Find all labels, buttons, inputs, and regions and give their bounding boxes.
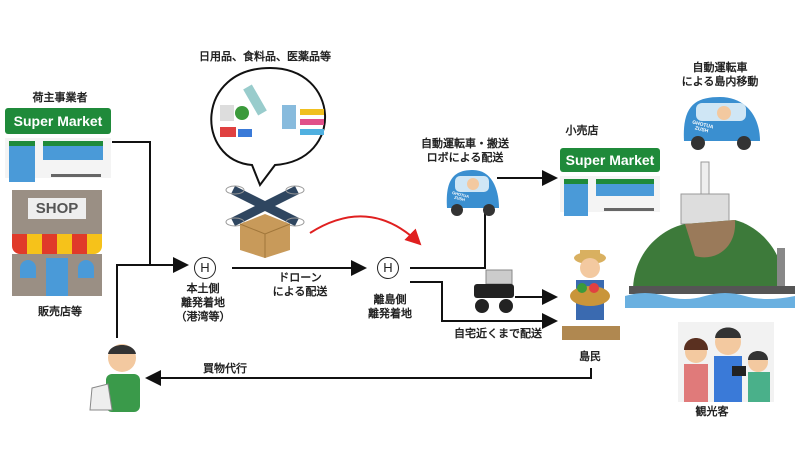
- supermarket-sign: Super Market: [5, 108, 111, 134]
- island-helipad-icon: H: [377, 257, 399, 279]
- delivery-robot-illustration: [474, 269, 514, 313]
- island-autonomous-car-illustration: [683, 97, 760, 150]
- shop-illustration: SHOP: [12, 190, 102, 296]
- island-mobility-line-1: 自動運転車: [692, 61, 748, 74]
- mainland-helipad-icon: H: [194, 257, 216, 279]
- supermarket-illustration: Super Market: [5, 108, 111, 182]
- proxy-to-port-line: [116, 257, 189, 338]
- island-mobility-label: 自動運転車 による島内移動: [682, 61, 759, 89]
- island-supermarket-sign: Super Market: [560, 148, 660, 172]
- autonomous-car: GHOTUA ZUSH: [443, 168, 501, 220]
- shopping-proxy-arrow: [145, 368, 592, 386]
- island-mobility-line-2: による島内移動: [681, 75, 759, 88]
- mainland-port-line-2: 離発着地: [181, 296, 225, 309]
- auto-robot-line-2: ロボによる配送: [426, 151, 504, 164]
- tourists-illustration: [678, 322, 774, 402]
- drone-delivery-line-1: ドローン: [278, 271, 322, 284]
- drone-delivery-line-2: による配送: [272, 285, 328, 298]
- home-delivery-arrow: [410, 281, 558, 329]
- goods-speech-bubble: [210, 66, 326, 188]
- island-supermarket-illustration: Super Market: [560, 148, 660, 216]
- shopping-proxy-person-illustration: [89, 344, 140, 412]
- shipper-label: 荷主事業者: [32, 91, 88, 104]
- island-port-line-2: 離発着地: [368, 307, 412, 320]
- drone-flight-curve: [309, 215, 422, 246]
- drone-with-package: [225, 185, 305, 258]
- mainland-port-label: 本土側 離発着地 （港湾等）: [176, 282, 231, 324]
- islander-farmer-illustration: [562, 250, 620, 340]
- home-delivery-label: 自宅近くまで配送: [454, 327, 542, 340]
- autonomous-car-illustration: [446, 170, 499, 216]
- goods-label: 日用品、食料品、医薬品等: [199, 50, 331, 63]
- auto-robot-delivery-label: 自動運転車・搬送 ロボによる配送: [421, 137, 509, 165]
- island-illustration: [625, 161, 795, 308]
- island-port-label: 離島側 離発着地: [368, 293, 412, 321]
- mainland-port-line-3: （港湾等）: [175, 310, 231, 323]
- mainland-port-line-1: 本土側: [186, 282, 220, 295]
- supermarket-to-port-line: [112, 141, 151, 265]
- island-port-to-car-line: [410, 205, 486, 269]
- island-autonomous-car: GHOTUA ZUSH: [680, 95, 762, 153]
- retailer-mainland-label: 販売店等: [38, 305, 82, 318]
- shop-sign: SHOP: [27, 198, 87, 219]
- shopping-proxy-label: 買物代行: [203, 362, 247, 375]
- tourists-label: 観光客: [695, 405, 729, 418]
- auto-robot-line-1: 自動運転車・搬送: [421, 137, 509, 150]
- island-port-line-1: 離島側: [373, 293, 407, 306]
- drone-delivery-label: ドローン による配送: [273, 271, 328, 299]
- islander-label: 島民: [579, 350, 601, 363]
- small-shop-label: 小売店: [565, 124, 599, 137]
